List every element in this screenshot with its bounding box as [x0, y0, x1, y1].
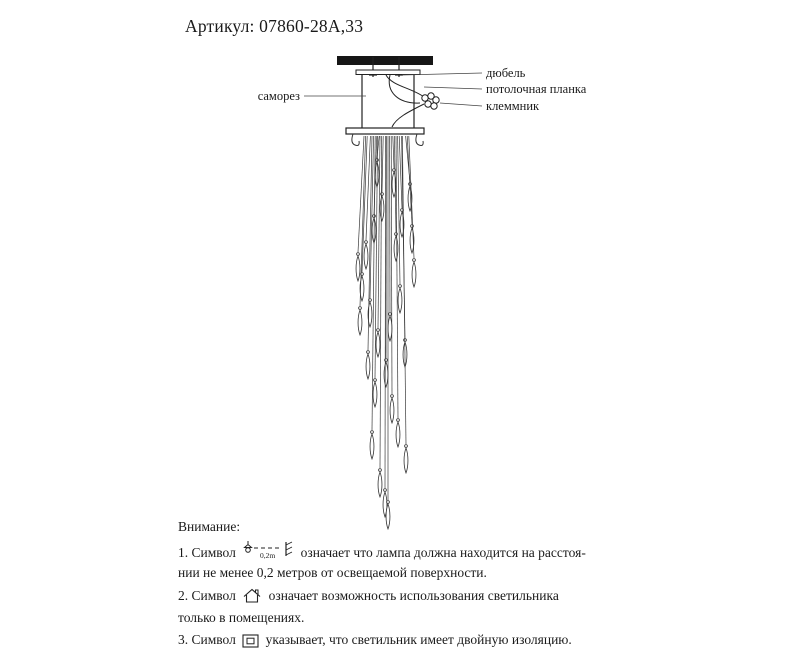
- indoor-use-icon: [243, 588, 261, 603]
- note-2-prefix: 2. Символ: [178, 588, 236, 603]
- note-1-line-1: 1. Символ 0,2m означает что лампа должна…: [178, 541, 586, 561]
- callout-dyubel: дюбель: [486, 66, 526, 80]
- wires: [385, 74, 425, 128]
- distance-label: 0,2m: [260, 551, 275, 560]
- note-2-line-2: только в помещениях.: [178, 610, 305, 625]
- note-1-prefix: 1. Символ: [178, 545, 236, 560]
- ceiling-bar: [337, 56, 433, 65]
- pendant-strands: [355, 135, 417, 531]
- callout-klemmnik: клеммник: [486, 99, 540, 113]
- note-3-line-1: 3. Символ указывает, что светильник имее…: [178, 632, 572, 648]
- note-3-suffix: указывает, что светильник имеет двойную …: [265, 632, 572, 647]
- callout-planka: потолочная планка: [486, 82, 587, 96]
- ceiling-plate: [355, 69, 421, 75]
- canopy-hooks: [351, 133, 424, 146]
- callout-samorez: саморез: [257, 89, 300, 103]
- callout-lines: [304, 72, 483, 107]
- terminal-block: [421, 92, 440, 110]
- note-3-prefix: 3. Символ: [178, 632, 236, 647]
- canopy-plate: [345, 127, 425, 135]
- distance-symbol-icon: 0,2m: [243, 541, 293, 560]
- suspension-rods: [361, 75, 415, 128]
- note-1-suffix: означает что лампа должна находится на р…: [300, 545, 586, 560]
- notes-heading: Внимание:: [178, 519, 241, 534]
- page-title: Артикул: 07860-28А,33: [185, 16, 364, 36]
- note-2-line-1: 2. Символ означает возможность использов…: [178, 588, 559, 604]
- double-insulation-icon: [242, 634, 259, 648]
- note-2-suffix: означает возможность использования свети…: [268, 588, 559, 603]
- note-1-line-2: нии не менее 0,2 метров от освещаемой по…: [178, 565, 487, 580]
